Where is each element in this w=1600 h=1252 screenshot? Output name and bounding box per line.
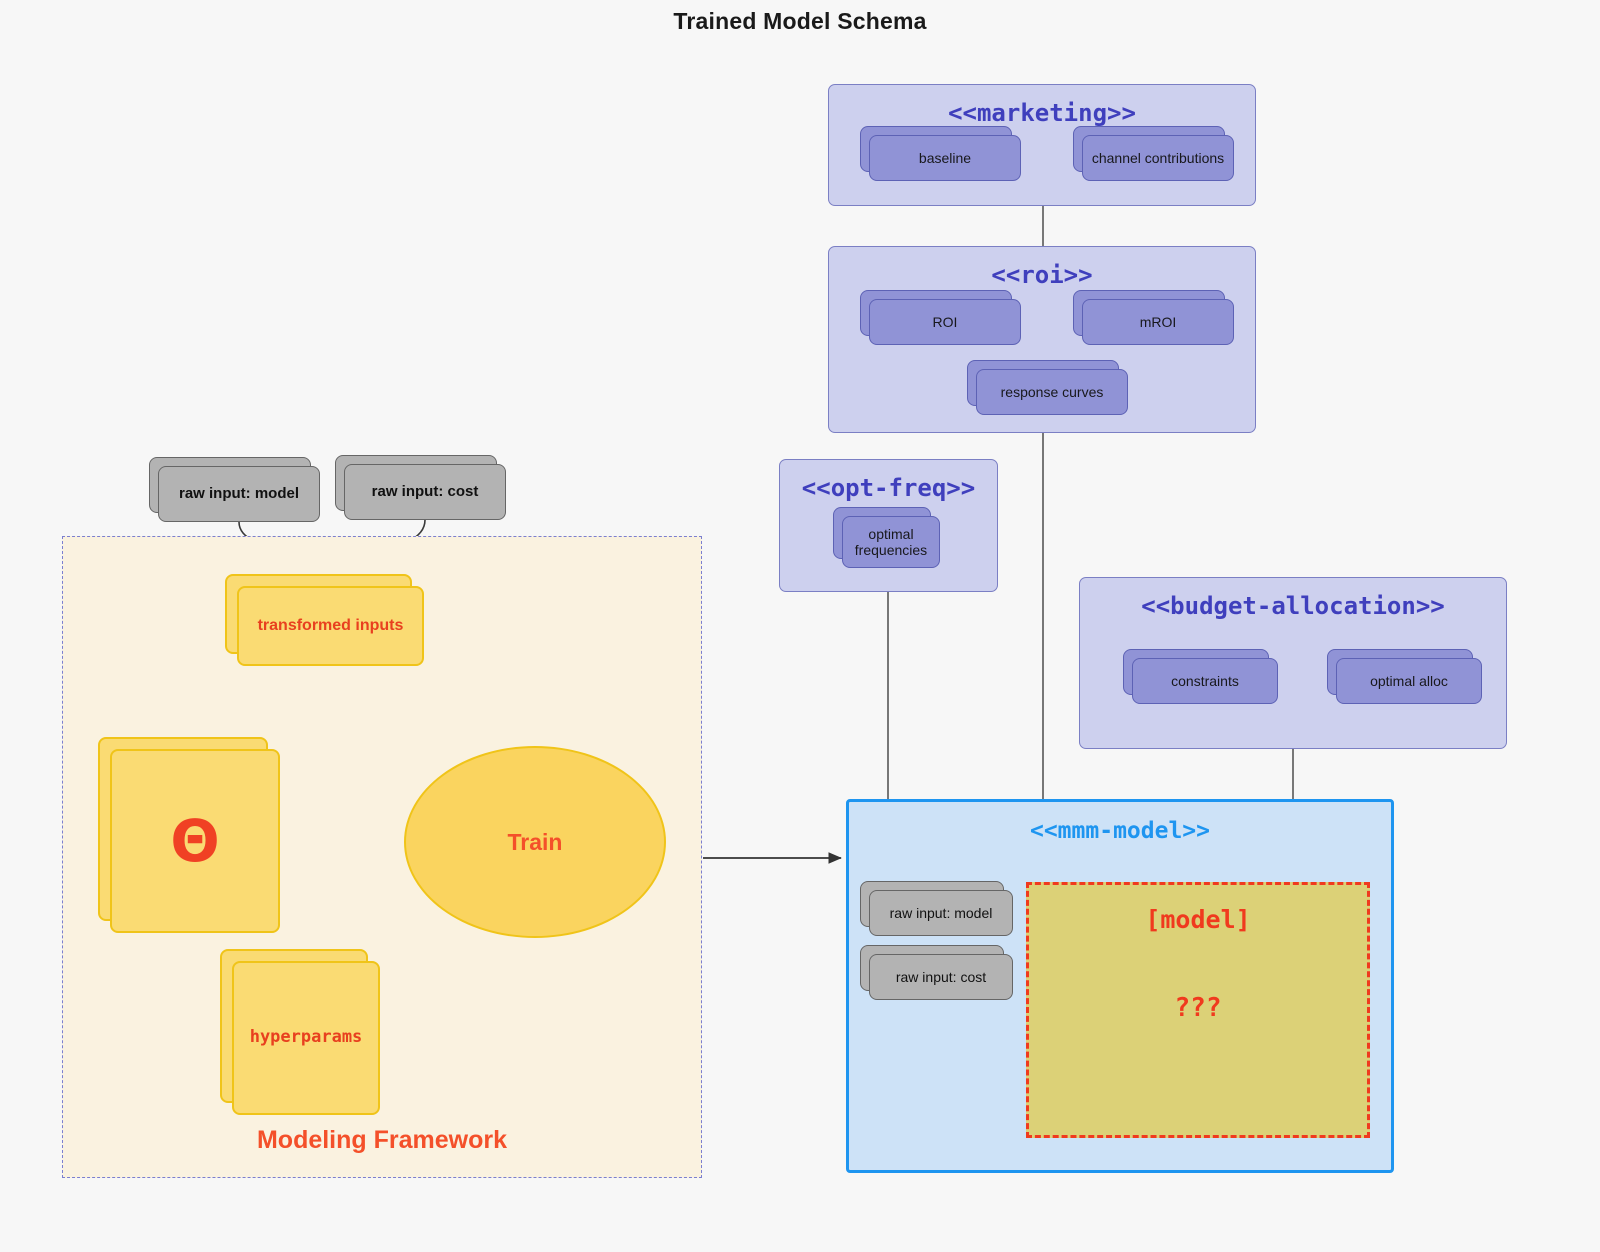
node-response-curves[interactable]: response curves — [967, 360, 1128, 415]
node-mmm-raw-input-cost-label: raw input: cost — [869, 954, 1013, 1000]
node-mmm-raw-input-model[interactable]: raw input: model — [860, 881, 1013, 936]
node-theta-label: Θ — [110, 749, 280, 933]
model-placeholder-unknown: ??? — [1174, 993, 1222, 1023]
node-optimal-alloc-label: optimal alloc — [1336, 658, 1482, 704]
node-roi-label: ROI — [869, 299, 1021, 345]
node-transformed-inputs[interactable]: transformed inputs — [225, 574, 424, 666]
node-constraints-label: constraints — [1132, 658, 1278, 704]
node-raw-input-model-outer-label: raw input: model — [158, 466, 320, 522]
node-baseline[interactable]: baseline — [860, 126, 1021, 181]
page-title: Trained Model Schema — [673, 8, 927, 34]
node-hyperparams[interactable]: hyperparams — [220, 949, 380, 1115]
node-response-curves-label: response curves — [976, 369, 1128, 415]
node-mroi[interactable]: mROI — [1073, 290, 1234, 345]
node-channel-contributions-label: channel contributions — [1082, 135, 1234, 181]
node-theta[interactable]: Θ — [98, 737, 280, 933]
node-raw-input-model-outer[interactable]: raw input: model — [149, 457, 320, 522]
node-raw-input-cost-outer-label: raw input: cost — [344, 464, 506, 520]
node-mroi-label: mROI — [1082, 299, 1234, 345]
node-mmm-raw-input-cost[interactable]: raw input: cost — [860, 945, 1013, 1000]
node-raw-input-cost-outer[interactable]: raw input: cost — [335, 455, 506, 520]
modeling-framework-label: Modeling Framework — [256, 1126, 508, 1154]
package-opt-freq[interactable]: <<opt-freq>> optimal frequencies — [779, 459, 998, 592]
package-budget-allocation[interactable]: <<budget-allocation>> constraints optima… — [1079, 577, 1507, 749]
node-constraints[interactable]: constraints — [1123, 649, 1278, 704]
package-mmm-model-title: <<mmm-model>> — [1029, 818, 1210, 844]
node-baseline-label: baseline — [869, 135, 1021, 181]
package-budget-allocation-title: <<budget-allocation>> — [1141, 592, 1445, 620]
node-optimal-alloc[interactable]: optimal alloc — [1327, 649, 1482, 704]
package-marketing[interactable]: <<marketing>> baseline channel contribut… — [828, 84, 1256, 206]
model-placeholder-region[interactable]: [model] ??? — [1026, 882, 1370, 1138]
package-marketing-title: <<marketing>> — [948, 99, 1136, 127]
package-opt-freq-title: <<opt-freq>> — [801, 474, 976, 502]
node-roi[interactable]: ROI — [860, 290, 1021, 345]
model-placeholder-title: [model] — [1145, 905, 1251, 934]
node-hyperparams-label: hyperparams — [232, 961, 380, 1115]
node-mmm-raw-input-model-label: raw input: model — [869, 890, 1013, 936]
node-train[interactable]: Train — [404, 746, 666, 938]
node-optimal-frequencies[interactable]: optimal frequencies — [833, 507, 940, 568]
node-train-label: Train — [507, 828, 563, 855]
node-transformed-inputs-label: transformed inputs — [237, 586, 424, 666]
node-channel-contributions[interactable]: channel contributions — [1073, 126, 1234, 181]
node-optimal-frequencies-label: optimal frequencies — [842, 516, 940, 568]
package-roi[interactable]: <<roi>> ROI mROI response curves — [828, 246, 1256, 433]
package-roi-title: <<roi>> — [991, 261, 1093, 289]
